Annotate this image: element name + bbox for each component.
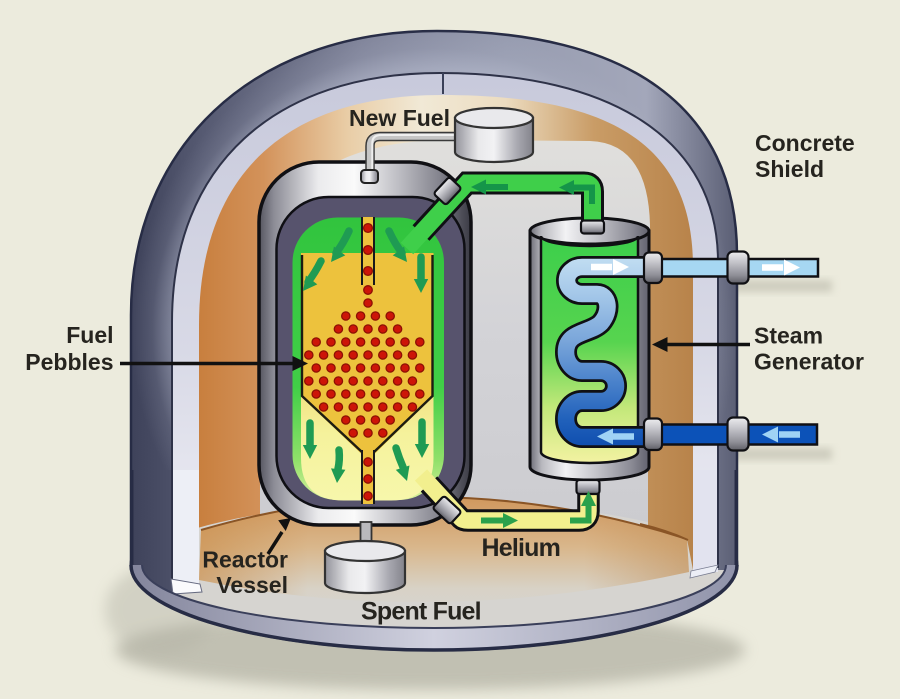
svg-text:Spent Fuel: Spent Fuel <box>361 598 481 626</box>
svg-text:Steam: Steam <box>754 323 823 349</box>
svg-text:Reactor: Reactor <box>202 547 288 573</box>
svg-text:Helium: Helium <box>482 534 561 562</box>
svg-text:Concrete: Concrete <box>755 130 855 156</box>
svg-text:Fuel: Fuel <box>66 322 113 348</box>
svg-text:Vessel: Vessel <box>216 572 288 598</box>
svg-text:New Fuel: New Fuel <box>349 105 450 131</box>
svg-text:Shield: Shield <box>755 156 824 182</box>
svg-text:Generator: Generator <box>754 349 864 375</box>
svg-text:Pebbles: Pebbles <box>25 349 113 375</box>
